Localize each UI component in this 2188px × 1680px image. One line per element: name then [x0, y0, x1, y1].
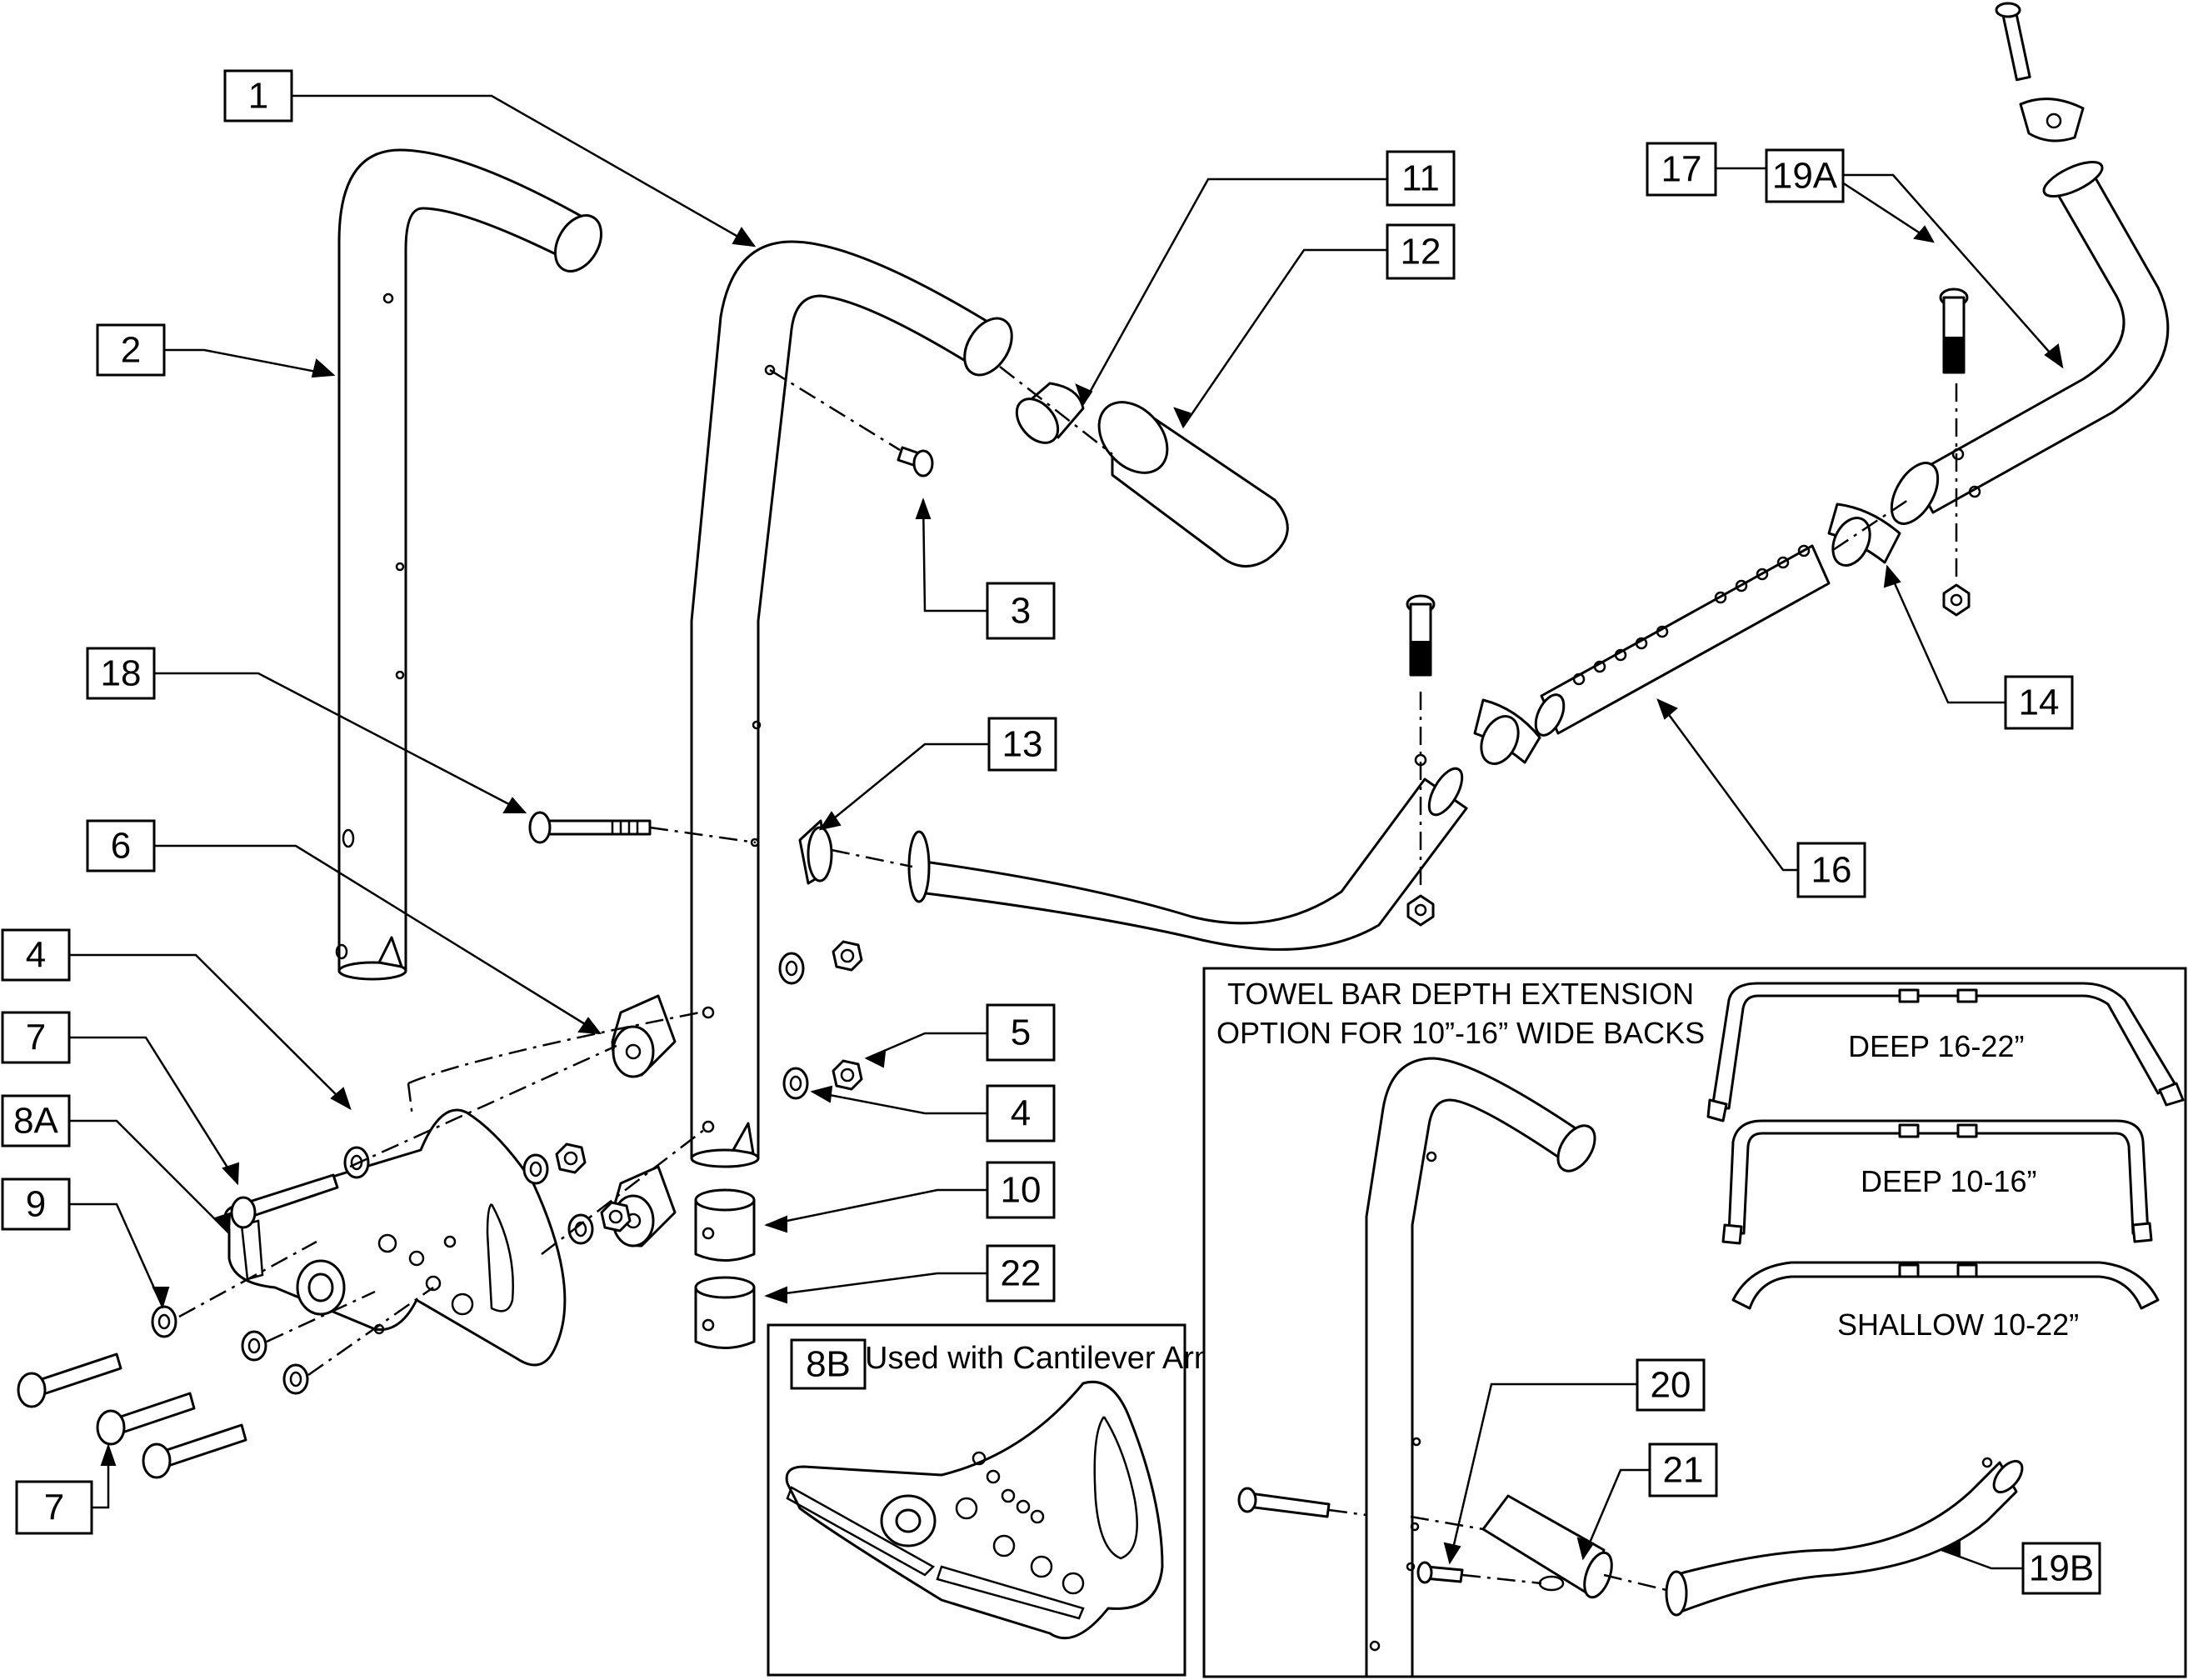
part-4-washer-left: [343, 1146, 370, 1179]
axis-panel-sleeve: [1410, 1515, 1484, 1531]
label-deep-16-22: DEEP 16-22”: [1848, 1029, 2024, 1063]
bolt-vertical-left: [1406, 594, 1436, 677]
callout-12: 12: [1401, 232, 1441, 272]
callout-1: 1: [248, 76, 268, 117]
nut-left: [1406, 894, 1435, 927]
leader-lines: [50, 94, 2063, 1570]
axis-plate-7: [407, 1082, 414, 1118]
part-16-inner-tube: [1534, 544, 1831, 737]
washer-nut-plate-lower: [567, 1201, 632, 1245]
callout-21: 21: [1663, 1450, 1704, 1491]
axis-19a: [1832, 498, 1909, 552]
panel-back-cane: [1365, 1057, 1596, 1678]
callout-19a: 19A: [1772, 156, 1838, 197]
callout-2: 2: [121, 330, 141, 371]
axis-screw-3: [769, 368, 901, 452]
callout-13: 13: [1002, 724, 1043, 765]
callout-10: 10: [1001, 1170, 1042, 1211]
part-17-bolt: [1939, 288, 1969, 374]
part-7-bolt-lower-2: [96, 1392, 196, 1446]
callout-3: 3: [1011, 591, 1031, 632]
part-22-collar: [694, 1276, 756, 1349]
part-7-bolt-upper: [230, 1173, 339, 1229]
washer-lower-3: [282, 1363, 309, 1395]
axis-plate-4: [178, 1240, 317, 1318]
leader-arrowheads: [100, 225, 2064, 1565]
part-19a-end-tube: [1890, 161, 2170, 525]
tube-16-holes: [1572, 544, 1811, 686]
screw-top: [1995, 2, 2031, 82]
axis-plate-1: [407, 1011, 701, 1085]
part-6-spacer-upper: [611, 994, 677, 1078]
part-4-5-washer-nut-lower: [782, 1059, 863, 1100]
callout-18: 18: [101, 653, 142, 694]
part-1-back-cane: [690, 240, 1013, 1168]
callout-boxes: 1 2 3 11 12 13 18 6 4 7 8A 9 5 4 10 22 7: [1, 69, 2101, 1595]
axis-bolt-18: [649, 826, 757, 844]
bar-shallow-10-22: [1731, 1261, 2160, 1310]
inset-8b: 8B Used with Cantilever Armrest: [767, 1323, 1273, 1677]
callout-22: 22: [1001, 1253, 1042, 1294]
label-shallow-10-22: SHALLOW 10-22”: [1837, 1308, 2079, 1342]
axis-plate-2: [349, 1044, 617, 1168]
axis-tube: [831, 848, 913, 868]
part-3-screw: [897, 446, 934, 478]
callout-16: 16: [1811, 850, 1852, 891]
part-12-handle-grip: [1097, 401, 1289, 568]
bolt-lower-1: [17, 1352, 122, 1408]
part-13-cap: [798, 819, 833, 885]
part-21-sleeve: [1481, 1494, 1613, 1599]
callout-8a: 8A: [13, 1101, 58, 1142]
towel-bar-tube: [907, 753, 1468, 951]
plate-8b: [785, 1380, 1164, 1640]
part-9-washer: [151, 1305, 177, 1338]
part-14-split-clamp: [1827, 502, 1901, 567]
part-19b-tube: [1665, 1457, 2024, 1617]
part-2-back-cane: [335, 148, 602, 981]
panel-title-line2: OPTION FOR 10”-16” WIDE BACKS: [1216, 1016, 1705, 1050]
end-cap-top: [2019, 98, 2085, 142]
callout-6: 6: [111, 826, 131, 867]
callout-17: 17: [1661, 149, 1702, 190]
callout-11: 11: [1401, 158, 1440, 199]
callout-4-right: 4: [1011, 1093, 1031, 1134]
part-8a-mounting-plate: [223, 1108, 567, 1367]
washer-nut-plate-upper: [522, 1142, 587, 1185]
callout-7-lower: 7: [44, 1488, 64, 1528]
washer-lower-2: [241, 1330, 267, 1362]
part-18-bolt: [528, 811, 652, 844]
panel-title-line1: TOWEL BAR DEPTH EXTENSION: [1227, 977, 1694, 1011]
panel-bolt-left: [1237, 1487, 1331, 1518]
callout-4-left: 4: [26, 935, 46, 976]
callout-9: 9: [26, 1184, 46, 1225]
callout-20: 20: [1651, 1365, 1691, 1406]
bolt-lower-3: [142, 1423, 247, 1479]
part-20-screw: [1416, 1561, 1464, 1584]
callout-5: 5: [1011, 1012, 1031, 1053]
washer-nut-upper: [778, 940, 863, 985]
bar-deep-16-22: [1706, 982, 2185, 1122]
axis-panel-19b: [1603, 1573, 1667, 1592]
callout-7-upper: 7: [26, 1018, 46, 1058]
bar-deep-10-16: [1721, 1119, 2153, 1245]
callout-14: 14: [2019, 682, 2060, 723]
axis-panel-bolt: [1328, 1508, 1367, 1517]
split-clamp-left: [1473, 698, 1541, 765]
callout-19b: 19B: [2029, 1548, 2094, 1589]
part-10-collar: [694, 1188, 756, 1262]
axis-grip: [999, 366, 1113, 455]
label-deep-10-16: DEEP 10-16”: [1861, 1164, 2036, 1198]
axis-panel-20: [1461, 1573, 1542, 1585]
callout-8b: 8B: [806, 1344, 851, 1385]
nut-right: [1942, 583, 1971, 617]
part-11-end-plug: [1015, 382, 1085, 444]
axis-plate-6: [307, 1286, 434, 1377]
